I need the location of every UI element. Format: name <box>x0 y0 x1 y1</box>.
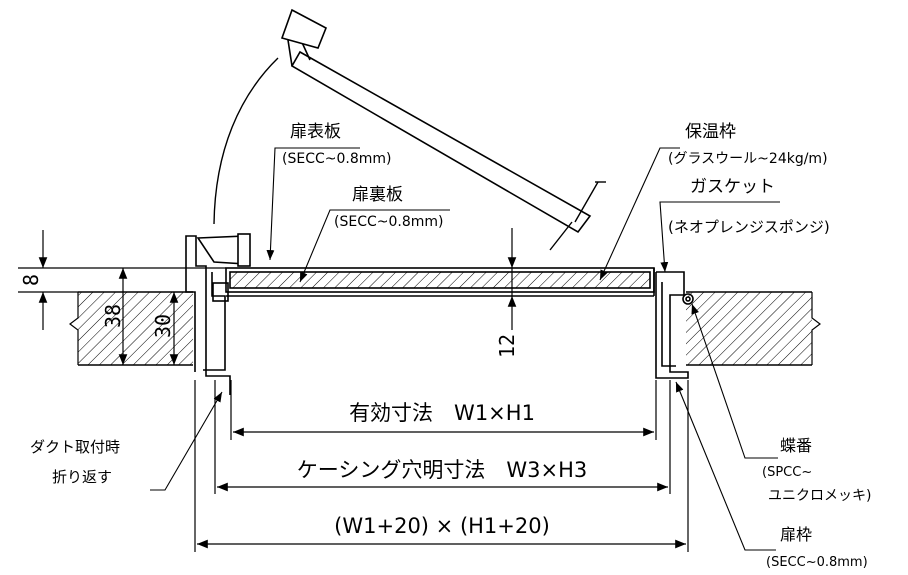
label-frame-spec: (SECC~0.8mm) <box>766 555 868 570</box>
label-gasket-spec: (ネオプレンジスポンジ) <box>668 218 830 236</box>
door-leaf-closed <box>225 267 655 297</box>
label-hinge-spec-1: (SPCC~ <box>762 465 812 480</box>
dim-38-label: 38 <box>101 304 125 328</box>
label-frame: 扉枠 <box>780 525 812 544</box>
label-duct-note-1: ダクト取付時 <box>30 438 120 456</box>
leader-lines <box>150 147 780 551</box>
left-door-frame <box>185 233 251 395</box>
label-door-back: 扉裏板 <box>352 184 403 205</box>
label-hinge-spec-2: ユニクロメッキ) <box>768 488 871 504</box>
label-door-back-spec: (SECC~0.8mm) <box>334 214 443 230</box>
door-leaf-open <box>280 8 606 234</box>
dim-casing-label: ケーシング穴明寸法 W3×H3 <box>297 458 587 482</box>
door-swing-arc <box>213 57 279 225</box>
label-door-face: 扉表板 <box>290 122 341 142</box>
label-door-face-spec: (SECC~0.8mm) <box>282 151 391 167</box>
dim-8-label: 8 <box>19 274 43 286</box>
label-insulation-spec: (グラスウール~24kg/m) <box>668 151 828 167</box>
dim-overall-label: (W1+20) × (H1+20) <box>334 514 550 538</box>
label-gasket: ガスケット <box>690 177 775 197</box>
dim-30-label: 30 <box>151 314 175 338</box>
label-hinge: 蝶番 <box>780 436 812 455</box>
dim-effective-label: 有効寸法 W1×H1 <box>349 401 535 425</box>
horizontal-dimensions <box>194 380 689 552</box>
right-panel-section <box>686 291 821 366</box>
dim-12-label: 12 <box>495 334 519 358</box>
label-insulation: 保温枠 <box>685 122 736 142</box>
right-door-frame <box>655 271 694 379</box>
label-duct-note-2: 折り返す <box>52 468 112 486</box>
door-swing-tail <box>549 221 573 251</box>
